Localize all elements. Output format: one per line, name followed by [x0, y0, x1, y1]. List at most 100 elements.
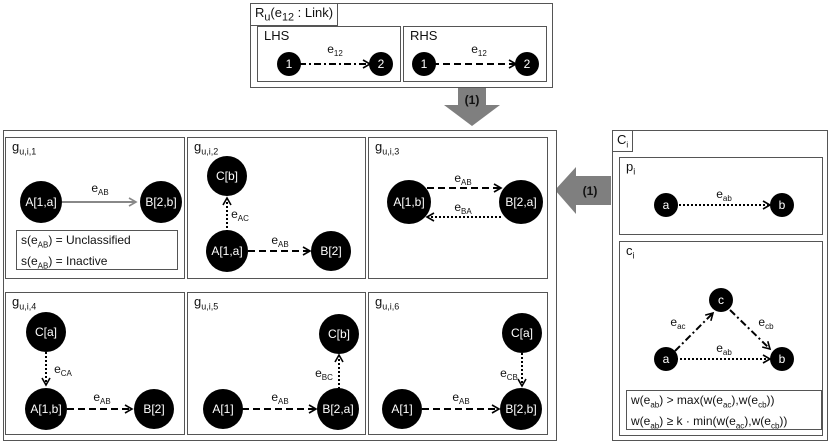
graph-g1-label: gu,i,1 [12, 139, 37, 157]
ci-condition-2: w(eab) ≥ k · min(w(eac),w(ecb)) [631, 414, 788, 431]
g3-node-b [499, 180, 543, 224]
svg-text:2: 2 [524, 57, 531, 71]
svg-text:a: a [663, 352, 670, 366]
lhs-node-2 [369, 52, 393, 76]
g4-node-b [134, 389, 174, 429]
rule-box: Ru(e12 : Link) LHS 1 2 e12 RHS 1 [250, 3, 553, 88]
ci-constraint-label: ci [626, 243, 635, 261]
svg-text:A[1]: A[1] [212, 402, 233, 416]
pi-box: pi a b eab [619, 157, 823, 235]
graph-g2-label: gu,i,2 [194, 139, 219, 157]
g6-node-b [500, 388, 542, 430]
graph-g1: gu,i,1 A[1,a] B[2,b] eAB s(eAB) = Unclas… [5, 137, 185, 279]
svg-text:2: 2 [378, 57, 385, 71]
graph-g5: gu,i,5 C[b] A[1] B[2,a] eBC eAB [187, 292, 366, 435]
svg-text:1: 1 [286, 57, 293, 71]
graph-g4-label: gu,i,4 [12, 294, 37, 312]
svg-text:C[a]: C[a] [511, 326, 533, 340]
g2-node-c [207, 156, 247, 196]
g2-node-a [206, 230, 248, 272]
ci-node-a [654, 347, 678, 371]
svg-text:1: 1 [421, 57, 428, 71]
svg-text:C[b]: C[b] [328, 327, 350, 341]
g1-node-a [20, 181, 62, 223]
g2-edge-ac-label: eAC [231, 207, 249, 223]
g3-edge-ba-label: eBA [454, 200, 472, 216]
graph-g2: gu,i,2 C[b] A[1,a] B[2] eAC eAB [187, 137, 366, 279]
rhs-node-1 [412, 52, 436, 76]
ci-constraint-box: ci c a b eac ecb eab w(eab) > max(w(eac)… [619, 241, 823, 436]
g3-edge-ab-label: eAB [454, 171, 471, 187]
ci-node-b [770, 347, 794, 371]
g1-node-b [140, 181, 182, 223]
down-arrow-label: (1) [465, 93, 480, 107]
g6-node-c [502, 313, 542, 353]
g4-node-c [26, 312, 66, 352]
lhs-label: LHS [264, 28, 290, 43]
svg-text:c: c [718, 293, 724, 307]
rhs-node-2 [515, 52, 539, 76]
pi-label: pi [626, 159, 636, 177]
g1-status-1: s(eAB) = Unclassified [21, 233, 131, 250]
g6-edge-cb-label: eCB [500, 366, 518, 382]
svg-text:A[1,a]: A[1,a] [211, 244, 242, 258]
lhs-graph: 1 2 e12 [277, 42, 393, 76]
g5-edge-bc-label: eBC [315, 366, 333, 382]
g5-edge-ab-label: eAB [271, 390, 288, 406]
graph-g4: gu,i,4 C[a] A[1,b] B[2] eCA eAB [5, 292, 185, 435]
lhs-node-1 [277, 52, 301, 76]
svg-text:a: a [663, 198, 670, 212]
lhs-box: LHS 1 2 e12 [257, 26, 401, 82]
g2-node-b [311, 231, 351, 271]
g4-edge-ca-label: eCA [54, 362, 72, 378]
g1-status-box: s(eAB) = Unclassified s(eAB) = Inactive [16, 230, 178, 271]
graph-g5-label: gu,i,5 [194, 294, 219, 312]
g6-node-a [382, 389, 422, 429]
g3-node-a [387, 180, 431, 224]
graph-g6: gu,i,6 C[a] A[1] B[2,b] eCB eAB [368, 292, 548, 435]
svg-text:C[a]: C[a] [35, 325, 57, 339]
svg-text:B[2,b]: B[2,b] [505, 402, 536, 416]
svg-text:B[2]: B[2] [320, 244, 341, 258]
ci-edge-ab-label: eab [716, 341, 732, 357]
g4-node-a [25, 388, 67, 430]
graph-g3-label: gu,i,3 [375, 139, 400, 157]
lhs-edge-label: e12 [327, 42, 343, 58]
left-arrow-label: (1) [583, 184, 598, 198]
svg-text:B[2]: B[2] [143, 402, 164, 416]
pi-edge-label: eab [716, 187, 732, 203]
pi-node-b [770, 193, 794, 217]
g1-status-2: s(eAB) = Inactive [21, 254, 108, 271]
g6-edge-ab-label: eAB [452, 390, 469, 406]
svg-text:b: b [779, 198, 786, 212]
g4-edge-ab-label: eAB [93, 390, 110, 406]
g5-node-b [317, 388, 359, 430]
svg-text:b: b [779, 352, 786, 366]
ci-box: Ci pi a b eab ci c a b eac ecb eab [612, 130, 828, 441]
ci-label: Ci [613, 131, 634, 152]
svg-text:A[1,b]: A[1,b] [30, 402, 61, 416]
pi-node-a [654, 193, 678, 217]
svg-text:C[b]: C[b] [216, 169, 238, 183]
svg-text:A[1,a]: A[1,a] [25, 195, 56, 209]
g1-edge-label: eAB [91, 181, 108, 197]
rhs-box: RHS 1 2 e12 [403, 26, 547, 82]
left-arrow [555, 167, 611, 214]
ci-condition-1: w(eab) > max(w(eac),w(ecb)) [631, 393, 775, 410]
rhs-graph: 1 2 e12 [412, 42, 539, 76]
svg-text:A[1,b]: A[1,b] [393, 195, 424, 209]
ci-edge-ac-label: eac [670, 315, 685, 331]
g5-node-c [319, 314, 359, 354]
rule-title: Ru(e12 : Link) [251, 4, 339, 26]
graph-g6-label: gu,i,6 [375, 294, 400, 312]
g2-edge-ab-label: eAB [271, 233, 288, 249]
rhs-edge-label: e12 [471, 42, 487, 58]
svg-text:B[2,a]: B[2,a] [505, 195, 536, 209]
svg-text:A[1]: A[1] [391, 402, 412, 416]
svg-text:B[2,b]: B[2,b] [145, 195, 176, 209]
ci-conditions: w(eab) > max(w(eac),w(ecb)) w(eab) ≥ k ·… [626, 390, 822, 431]
svg-text:B[2,a]: B[2,a] [322, 402, 353, 416]
g5-node-a [203, 389, 243, 429]
down-arrow [444, 88, 500, 126]
ci-node-c [709, 288, 733, 312]
